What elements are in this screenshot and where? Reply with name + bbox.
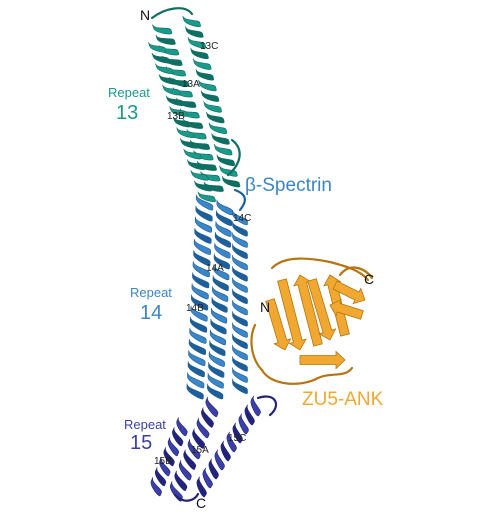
helix-13b [148,42,216,202]
loop-15-bottom [173,492,200,502]
loop-15-top [256,395,278,417]
loop-13-side [226,138,241,177]
repeat-15-ribbon [150,395,278,502]
n-terminus-label: N [140,7,151,23]
zu5-strand-7 [329,298,364,320]
helix-15c-label: 15C [228,433,247,444]
helix-15b [150,417,188,497]
zu5-strand-3 [293,274,323,347]
zu5-n-terminus-label: N [260,299,271,315]
zu5-c-terminus-label: C [364,271,375,287]
helix-15c [196,395,261,498]
c-terminus-label: C [196,495,207,511]
zu5-loop-c [338,266,374,280]
zu5-loop-top [270,257,370,282]
repeat-13-ribbon [148,7,241,202]
helix-13a-label: 13A [182,79,200,90]
zu5-loop-bottom [260,366,354,385]
helix-13c [182,15,241,188]
zu5-ank-label: ZU5-ANK [302,389,384,410]
repeat-14-word: Repeat [130,285,172,300]
repeat-15-number: 15 [130,432,153,454]
repeat-13-number: 13 [116,102,139,124]
helix-13b-label: 13B [167,111,185,122]
zu5-strand-2 [277,278,307,351]
zu5-strand-6 [332,280,366,305]
repeat-15-word: Repeat [124,417,166,432]
loop-14-top [233,188,246,212]
helix-14c-label: 14C [233,213,252,224]
repeat-13-word: Repeat [108,85,150,100]
zu5-ank-ribbon [250,257,374,385]
zu5-strand-4 [307,278,337,341]
helix-14b [207,199,233,400]
helix-14b-label: 14B [186,303,204,314]
repeat-14-ribbon [186,188,248,400]
beta-spectrin-label: β-Spectrin [245,175,332,196]
loop-13-top [150,7,194,20]
zu5-strand-1 [265,298,292,351]
helix-15b-label: 15B [154,456,172,467]
helix-13c-label: 13C [200,41,219,52]
helix-14c [232,209,248,394]
zu5-strand-8 [299,350,346,370]
zu5-loop-left [250,323,264,372]
helix-15a [170,396,219,502]
repeat-14-number: 14 [140,302,163,324]
helix-14a [186,194,214,400]
helix-14a-label: 14A [206,263,224,274]
helix-15a-label: 15A [191,445,209,456]
